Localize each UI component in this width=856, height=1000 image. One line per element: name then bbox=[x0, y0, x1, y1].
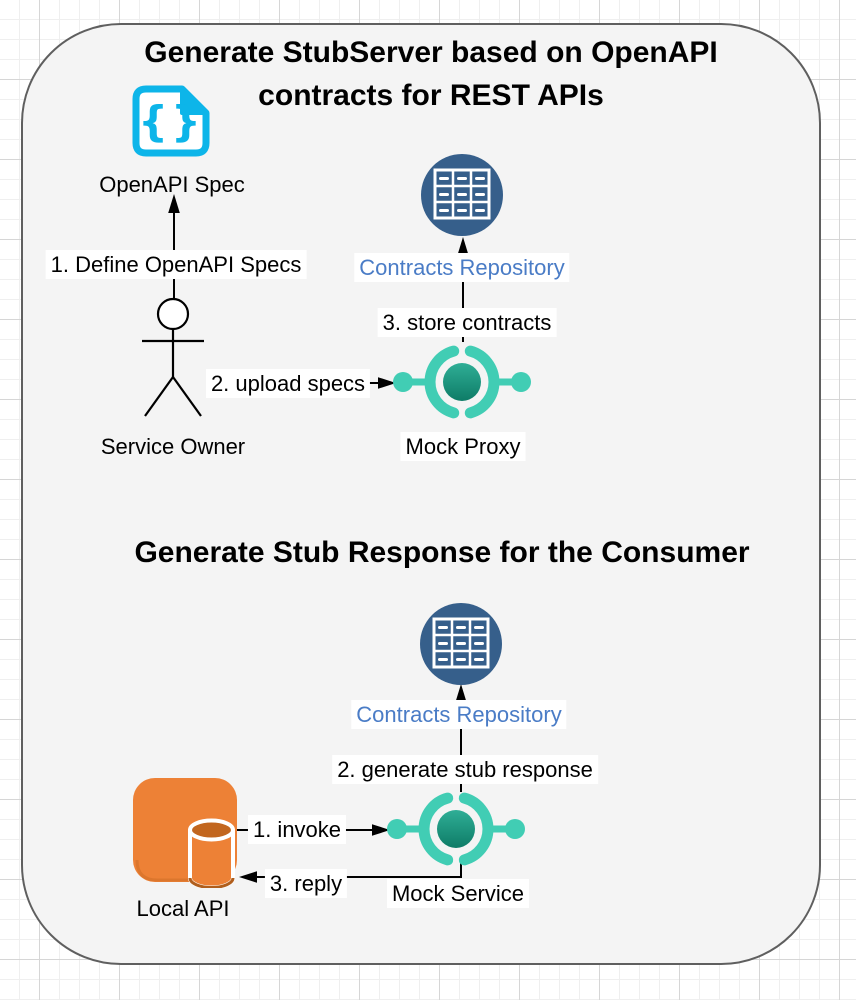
section2-title: Generate Stub Response for the Consumer bbox=[134, 536, 750, 569]
contracts-repository-label-2: Contracts Repository bbox=[351, 700, 567, 729]
contracts-repository-icon-2 bbox=[419, 602, 503, 686]
step-upload-label: 2. upload specs bbox=[205, 369, 371, 398]
mock-service-icon bbox=[386, 784, 526, 874]
service-owner-label: Service Owner bbox=[100, 434, 246, 459]
step-reply-label: 3. reply bbox=[264, 869, 348, 898]
contracts-repository-icon bbox=[420, 153, 504, 237]
openapi-spec-icon: {} bbox=[132, 85, 210, 157]
step-invoke-label: 1. invoke bbox=[247, 815, 347, 844]
service-owner-actor-icon bbox=[142, 297, 204, 417]
mock-service-label: Mock Service bbox=[386, 879, 530, 908]
mock-proxy-label: Mock Proxy bbox=[400, 432, 526, 461]
local-api-label: Local API bbox=[136, 896, 230, 921]
contracts-repository-label: Contracts Repository bbox=[354, 253, 570, 282]
local-api-icon bbox=[133, 778, 237, 888]
step-define-label: 1. Define OpenAPI Specs bbox=[45, 250, 307, 279]
svg-text:{}: {} bbox=[138, 97, 204, 146]
step-generate-label: 2. generate stub response bbox=[332, 755, 598, 784]
openapi-spec-label: OpenAPI Spec bbox=[99, 172, 245, 197]
mock-proxy-icon bbox=[392, 337, 532, 427]
step-store-label: 3. store contracts bbox=[377, 308, 557, 337]
section1-title: Generate StubServer based on OpenAPI con… bbox=[144, 36, 718, 112]
